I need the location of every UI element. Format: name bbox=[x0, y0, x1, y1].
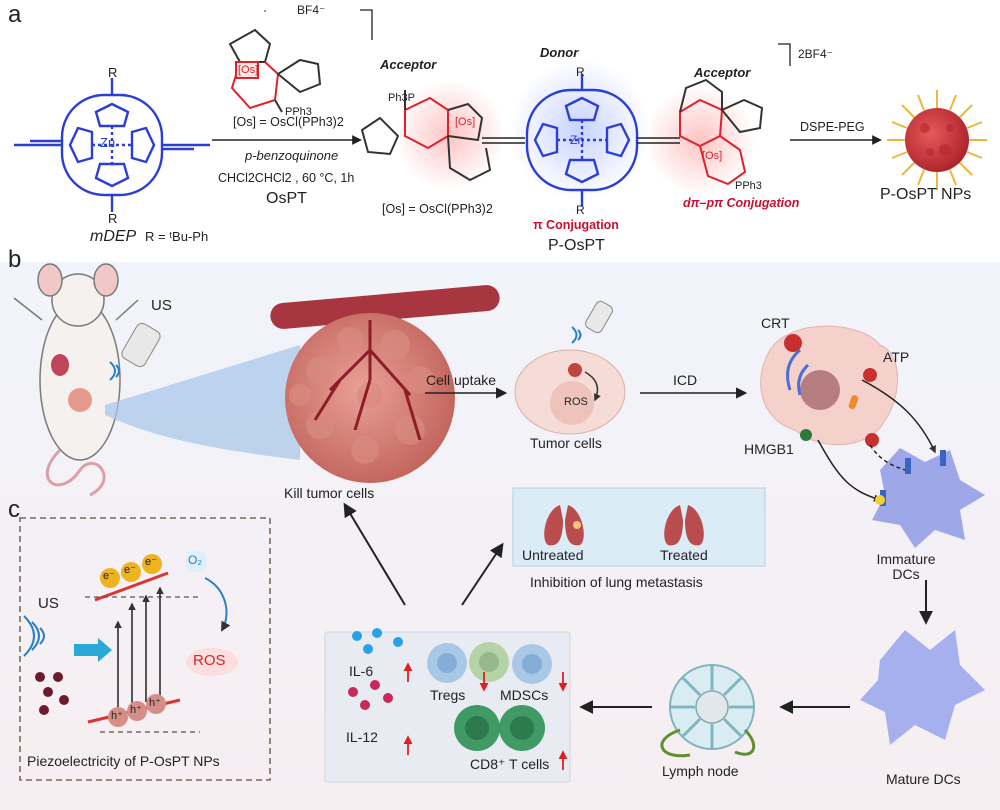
kill-tumor-label: Kill tumor cells bbox=[284, 485, 375, 501]
piezo-ros-label: ROS bbox=[193, 652, 226, 669]
acceptor-label-right: Acceptor bbox=[694, 65, 751, 80]
panel-label-a: a bbox=[8, 1, 22, 28]
r-label-top: R bbox=[108, 65, 118, 80]
zn-label-product: Zn bbox=[570, 133, 585, 147]
tumor-cell bbox=[514, 300, 626, 435]
lymph-node bbox=[660, 664, 756, 758]
lungs-untreated bbox=[544, 505, 584, 546]
left-acceptor bbox=[360, 90, 492, 182]
product-counterion: 2BF4⁻ bbox=[798, 47, 834, 61]
il6-label: IL-6 bbox=[349, 663, 374, 679]
tumor bbox=[270, 285, 500, 483]
conditions: CHCl2CHCl2 , 60 °C, 1h bbox=[218, 171, 355, 185]
icd-label: ICD bbox=[673, 372, 698, 388]
os-label-left: [Os] bbox=[455, 116, 476, 128]
piezo-box bbox=[19, 517, 271, 781]
atp-label: ATP bbox=[883, 349, 910, 365]
porphyrin-mdep bbox=[14, 78, 210, 212]
panel-label-b: b bbox=[8, 246, 22, 273]
piezo-caption: Piezoelectricity of P-OsPT NPs bbox=[27, 753, 220, 769]
hmgb1-label: HMGB1 bbox=[744, 441, 794, 457]
panel-label-c: c bbox=[8, 496, 20, 523]
r-group-definition: R = ᵗBu-Ph bbox=[145, 229, 209, 244]
acceptor-label-left: Acceptor bbox=[380, 57, 437, 72]
metal-definition-product: [Os] = OsCl(PPh3)2 bbox=[382, 202, 493, 216]
pi-conjugation: π Conjugation bbox=[533, 218, 619, 232]
hole-2: h⁺ bbox=[130, 704, 142, 716]
tumor-cells-label: Tumor cells bbox=[530, 435, 602, 451]
nanoparticle-name: P-OsPT NPs bbox=[880, 186, 972, 203]
pph3-right: PPh3 bbox=[735, 180, 762, 192]
right-acceptor bbox=[679, 78, 764, 186]
nanoparticle bbox=[887, 90, 987, 190]
r-label-bottom: R bbox=[108, 211, 118, 226]
reagent-name: OsPT bbox=[266, 190, 307, 207]
pph3-reagent: PPh3 bbox=[285, 106, 312, 118]
piezo-us-label: US bbox=[38, 595, 59, 612]
os-label-right: [Os] bbox=[702, 150, 723, 162]
product-name: P-OsPT bbox=[548, 237, 605, 254]
treated-label: Treated bbox=[660, 547, 708, 563]
electron-3: e⁻ bbox=[145, 556, 157, 568]
zn-label-mdep: Zn bbox=[100, 135, 116, 150]
cell-uptake-label: Cell uptake bbox=[426, 372, 497, 388]
hole-1: h⁺ bbox=[111, 710, 123, 722]
ospt-counterion: BF4⁻ bbox=[297, 3, 326, 17]
formulation: DSPE-PEG bbox=[800, 120, 865, 134]
electron-2: e⁻ bbox=[124, 564, 136, 576]
r-label-product-top: R bbox=[576, 65, 585, 79]
os-label-reagent: [Os] bbox=[238, 64, 259, 76]
tregs-label: Tregs bbox=[430, 687, 466, 703]
metal-definition: [Os] = OsCl(PPh3)2 bbox=[233, 115, 344, 129]
dp-conjugation: dπ–pπ Conjugation bbox=[683, 196, 800, 210]
o2-label: O₂ bbox=[188, 553, 202, 567]
us-probe bbox=[109, 322, 161, 381]
ultrasound-beam bbox=[105, 345, 300, 460]
oxidant: p-benzoquinone bbox=[245, 148, 339, 163]
mouse bbox=[13, 263, 139, 497]
dying-cell bbox=[760, 325, 898, 447]
us-label: US bbox=[151, 297, 172, 314]
donor-label: Donor bbox=[540, 45, 579, 60]
cd8-label: CD8⁺ T cells bbox=[470, 756, 550, 772]
immature-dcs-label: Immature DCs bbox=[876, 551, 936, 583]
lung-metastasis-label: Inhibition of lung metastasis bbox=[530, 574, 703, 590]
ros-cell-label: ROS bbox=[564, 396, 588, 408]
ospt-structure bbox=[228, 28, 322, 113]
mature-dc bbox=[860, 630, 985, 745]
lungs-treated bbox=[664, 505, 704, 546]
crt-label: CRT bbox=[761, 315, 790, 331]
donor-porphyrin bbox=[525, 74, 639, 206]
mature-dcs-label: Mature DCs bbox=[886, 771, 961, 787]
hole-3: h⁺ bbox=[149, 697, 161, 709]
mdscs-label: MDSCs bbox=[500, 687, 549, 703]
untreated-label: Untreated bbox=[522, 547, 584, 563]
electron-1: e⁻ bbox=[103, 570, 115, 582]
r-label-product-bottom: R bbox=[576, 203, 585, 217]
lymph-node-label: Lymph node bbox=[662, 763, 739, 779]
reactant-name: mDEP bbox=[90, 228, 137, 245]
il12-label: IL-12 bbox=[346, 729, 378, 745]
ph3p-left: Ph3P bbox=[388, 92, 415, 104]
